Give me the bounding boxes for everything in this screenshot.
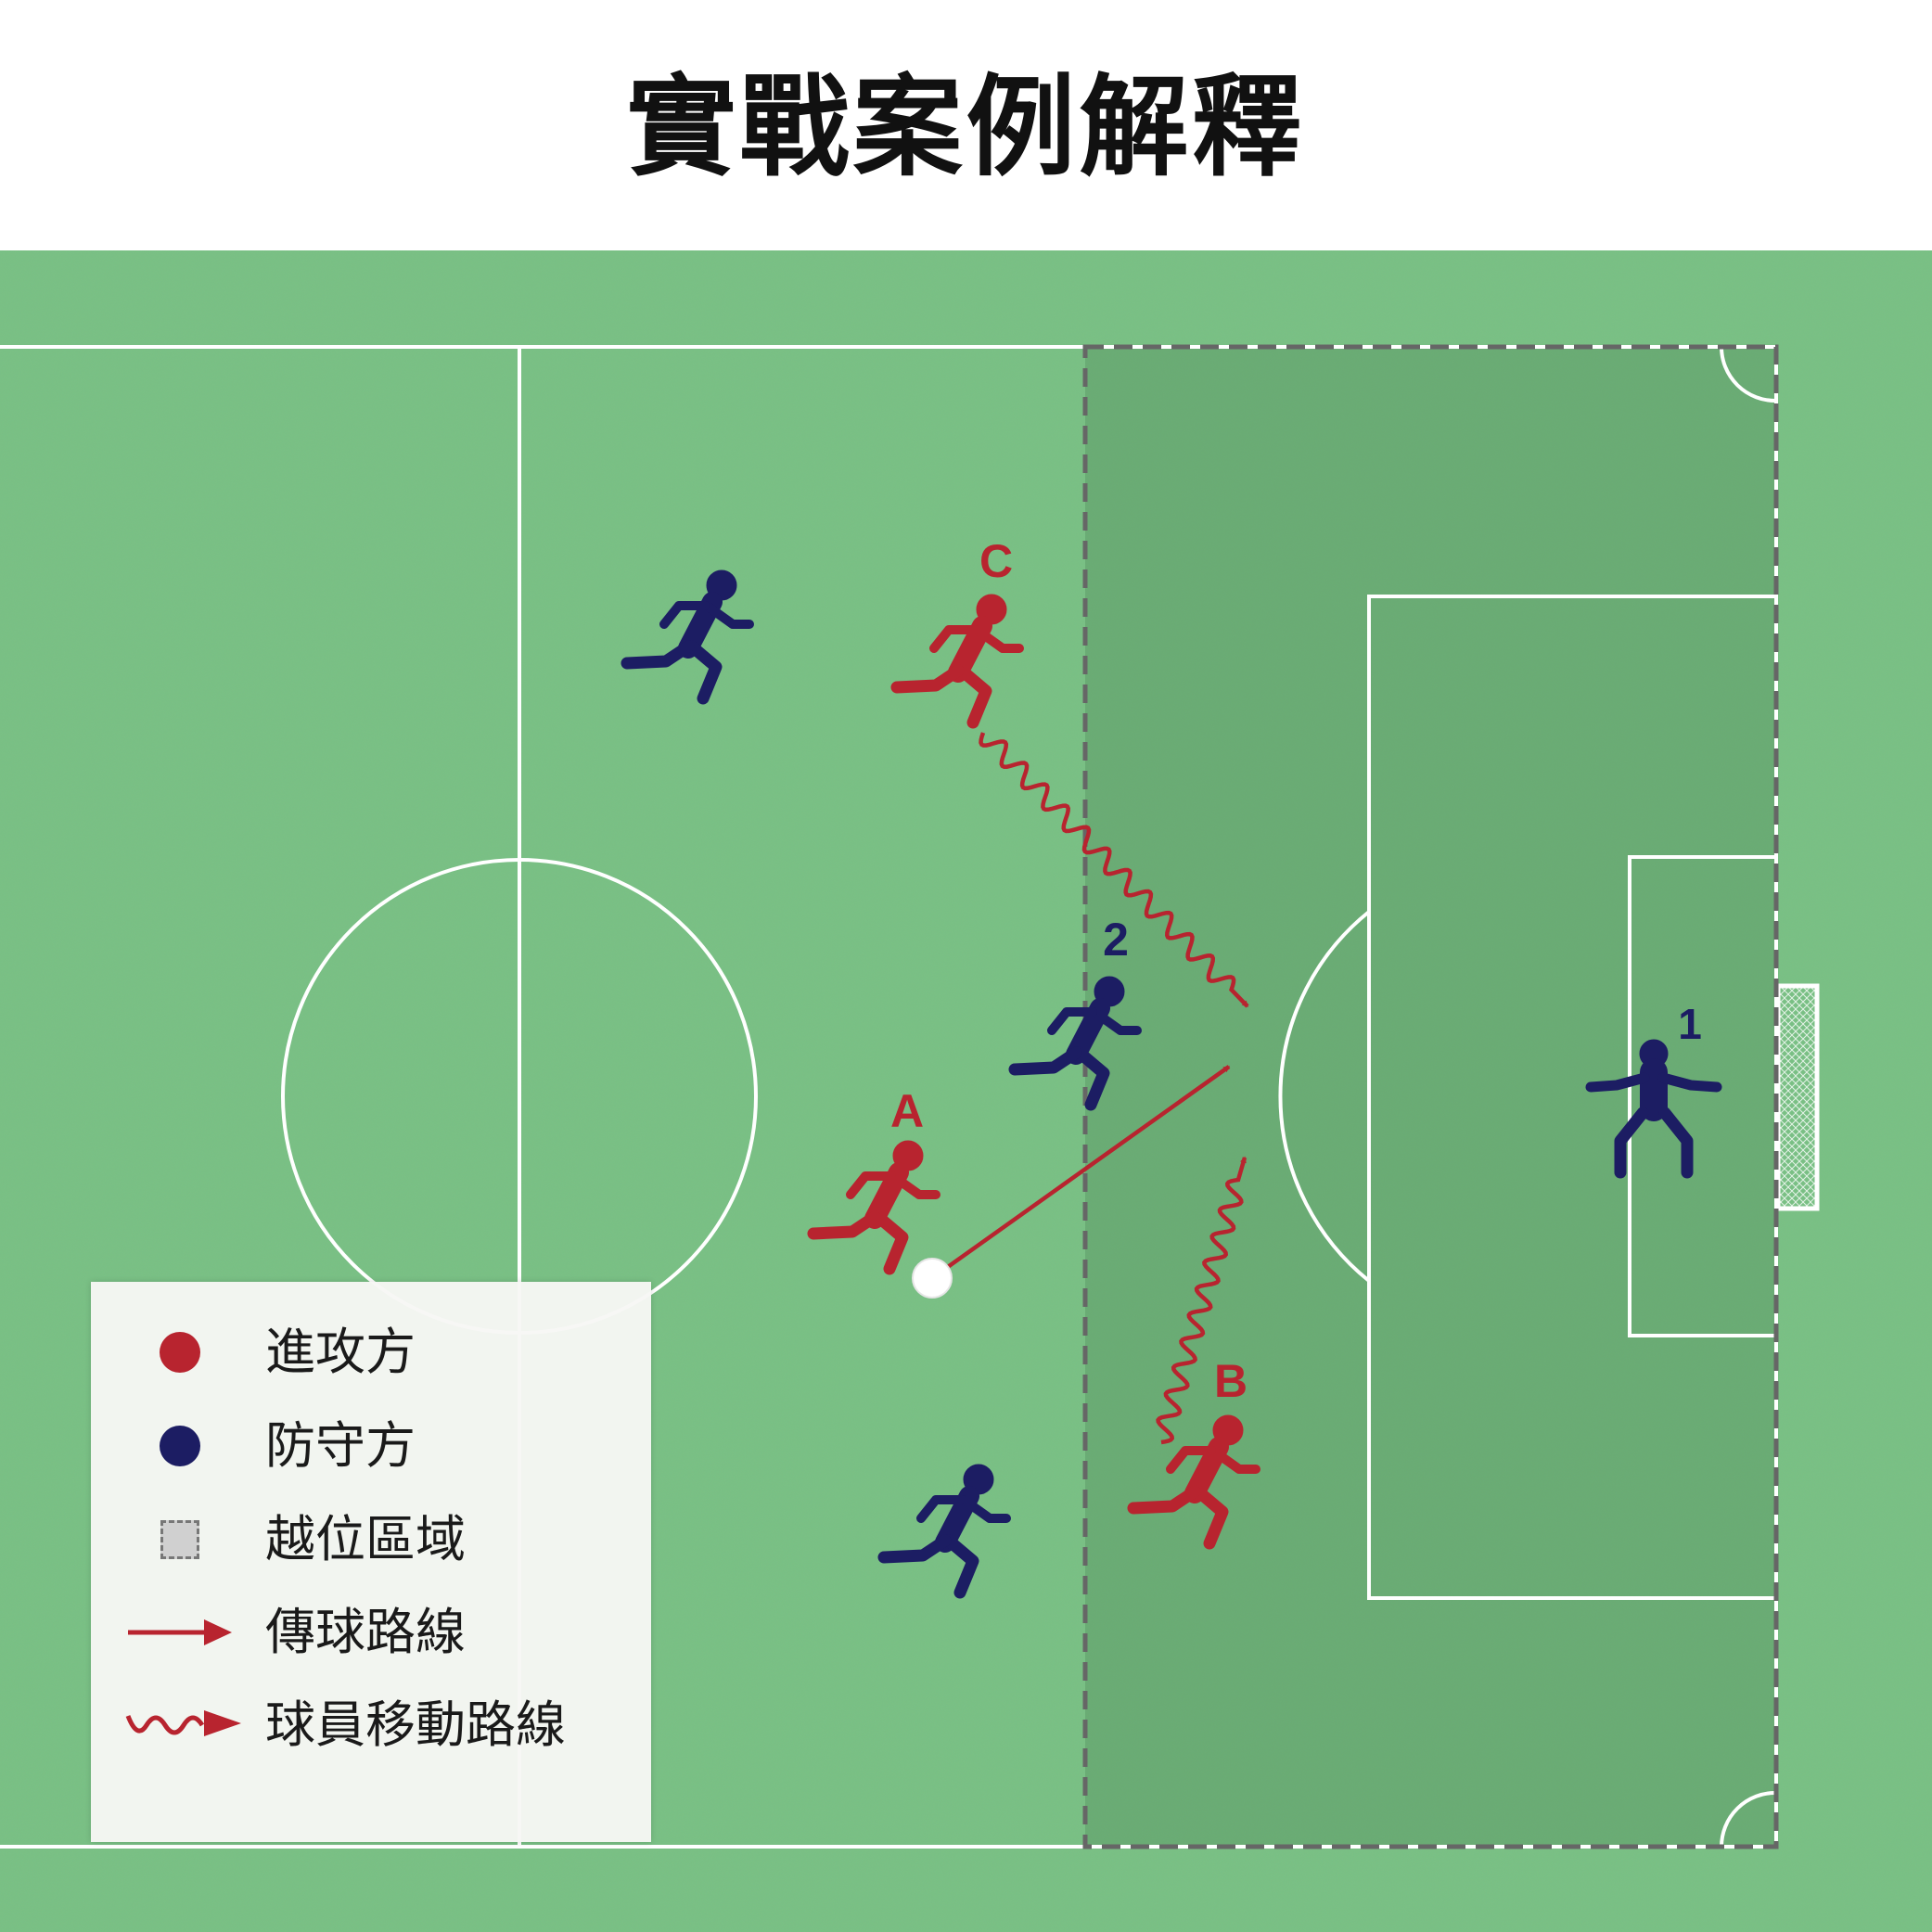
player-label-a: A xyxy=(890,1085,924,1137)
attack-dot-icon xyxy=(160,1332,200,1373)
player-label-1: 1 xyxy=(1678,1000,1702,1048)
straight-arrow-icon xyxy=(128,1619,232,1645)
legend-label-attack: 進攻方 xyxy=(265,1323,416,1381)
legend-item-pass-route: 傳球路線 xyxy=(91,1595,651,1670)
legend-item-defense: 防守方 xyxy=(91,1409,651,1483)
offside-zone-swatch-icon xyxy=(160,1520,199,1559)
defense-dot-icon xyxy=(160,1426,200,1466)
player-label-2: 2 xyxy=(1103,914,1129,966)
ball xyxy=(912,1258,953,1299)
run-route-c xyxy=(979,732,1249,1008)
legend: 進攻方 防守方 越位區域 傳球路線 球員移動路線 xyxy=(91,1282,651,1842)
legend-item-offside-zone: 越位區域 xyxy=(91,1503,651,1577)
legend-item-attack: 進攻方 xyxy=(91,1315,651,1389)
legend-label-run-route: 球員移動路線 xyxy=(265,1695,566,1754)
player-label-c: C xyxy=(979,535,1013,587)
legend-item-run-route: 球員移動路線 xyxy=(91,1688,651,1762)
wavy-arrow-icon xyxy=(125,1710,241,1736)
run-route-b xyxy=(1156,1156,1247,1445)
pass-route-arrow xyxy=(930,1065,1231,1280)
goal xyxy=(1775,983,1820,1211)
player-label-b: B xyxy=(1214,1355,1247,1407)
legend-label-pass-route: 傳球路線 xyxy=(265,1603,466,1661)
page-title: 實戰案例解釋 xyxy=(626,63,1306,191)
offside-zone-border xyxy=(1082,344,1779,1849)
legend-label-offside-zone: 越位區域 xyxy=(265,1510,466,1568)
legend-label-defense: 防守方 xyxy=(265,1416,416,1475)
